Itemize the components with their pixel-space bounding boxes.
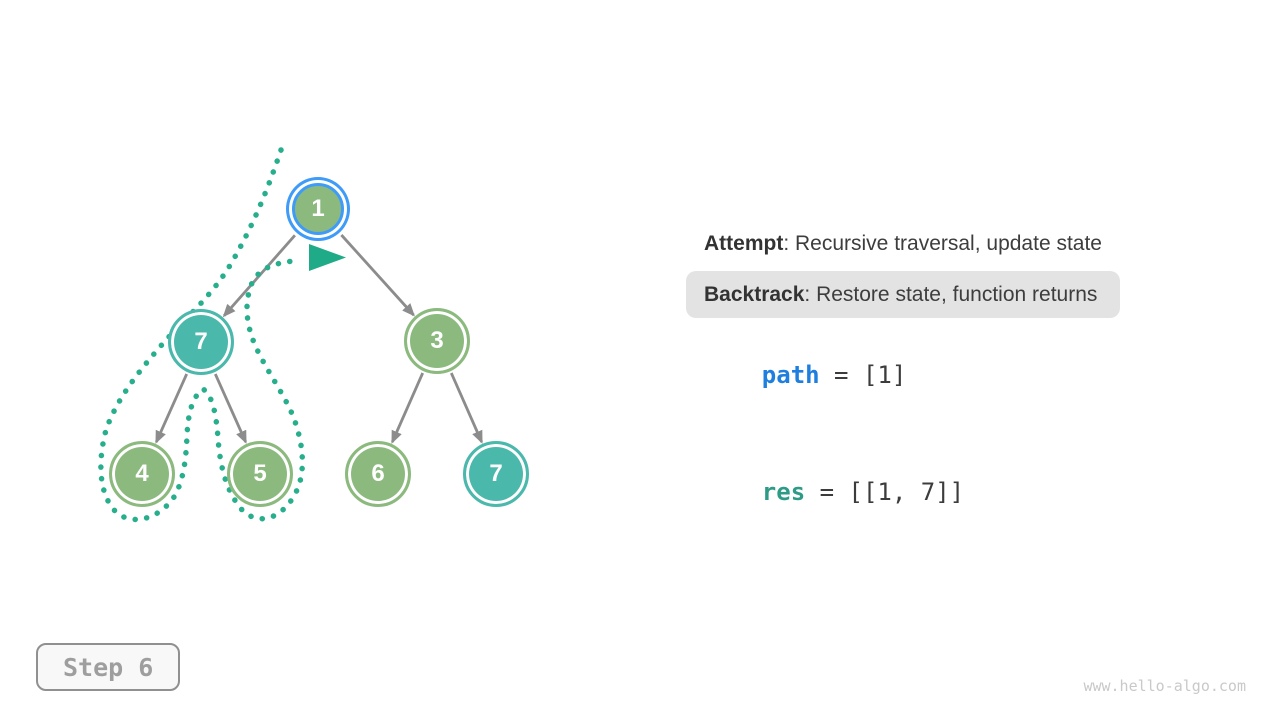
edge-3-7 xyxy=(450,372,483,444)
tree-node-5: 5 xyxy=(227,441,293,507)
variable-res-keyword: res xyxy=(761,478,806,506)
variable-path-keyword: path xyxy=(761,361,820,389)
tree-node-1: 1 xyxy=(292,183,344,235)
tree-node-4: 4 xyxy=(109,441,175,507)
step-indicator: Step 6 xyxy=(36,643,181,691)
legend-attempt-term: Attempt xyxy=(704,231,784,255)
edge-3-6 xyxy=(391,372,424,444)
legend-backtrack-description: : Restore state, function returns xyxy=(804,282,1098,306)
edge-7-4 xyxy=(155,373,188,444)
tree-node-3: 3 xyxy=(404,308,470,374)
node-value: 7 xyxy=(489,460,503,487)
tree-node-6: 6 xyxy=(345,441,411,507)
edge-1-3 xyxy=(340,234,415,317)
legend: Attempt: Recursive traversal, update sta… xyxy=(686,220,1120,318)
legend-backtrack: Backtrack: Restore state, function retur… xyxy=(686,271,1120,318)
variable-res-value: = [[1, 7]] xyxy=(805,478,965,506)
node-value: 1 xyxy=(311,195,325,222)
tree-edges xyxy=(155,234,483,444)
trail-arrowhead xyxy=(309,244,346,271)
node-value: 4 xyxy=(135,460,149,487)
legend-backtrack-term: Backtrack xyxy=(704,282,805,306)
legend-attempt: Attempt: Recursive traversal, update sta… xyxy=(686,220,1120,267)
watermark: www.hello-algo.com xyxy=(1083,677,1246,695)
node-value: 5 xyxy=(253,460,267,487)
tree-node-7-left: 7 xyxy=(168,309,234,375)
edge-7-5 xyxy=(214,373,247,444)
variable-path-value: = [1] xyxy=(819,361,907,389)
node-value: 3 xyxy=(430,327,444,354)
tree-node-7-right: 7 xyxy=(463,441,529,507)
node-value: 7 xyxy=(194,328,208,355)
node-value: 6 xyxy=(371,460,385,487)
variable-res: res = [[1, 7]] xyxy=(704,447,964,537)
legend-attempt-description: : Recursive traversal, update state xyxy=(783,231,1102,255)
variable-path: path = [1] xyxy=(704,330,907,420)
traversal-trail-dotted-path xyxy=(98,147,306,523)
